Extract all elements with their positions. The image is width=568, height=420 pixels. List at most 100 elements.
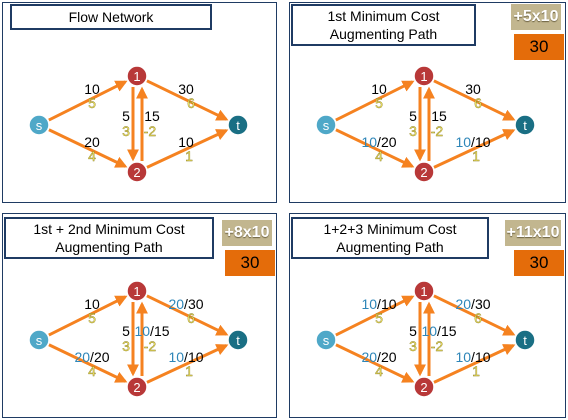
- edge-capacity-label: 10/15: [134, 323, 169, 339]
- edge-capacity-label: 10/20: [361, 134, 396, 150]
- edge-s2: [48, 343, 128, 383]
- node-label: 1: [420, 69, 427, 84]
- total-flow-badge: 30: [225, 250, 275, 276]
- total-flow-badge: 30: [514, 250, 564, 276]
- edge-2t: [146, 129, 229, 169]
- edge-2t: [146, 344, 229, 384]
- edge-1t: [146, 79, 229, 121]
- edge-cost-label: 1: [472, 363, 480, 379]
- edge-cost-label: 1: [472, 148, 480, 164]
- edge-capacity-label: 5: [122, 323, 130, 339]
- node-label: 2: [133, 380, 140, 395]
- edge-cost-label: 4: [375, 148, 383, 164]
- edge-capacity-label: 10: [178, 134, 194, 150]
- edge-capacity-label: 10/10: [168, 349, 203, 365]
- edge-cost-label: 4: [88, 363, 96, 379]
- node-label: 1: [133, 69, 140, 84]
- edge-capacity-label: 5: [122, 108, 130, 124]
- edge-2t: [433, 344, 516, 384]
- edge-cost-label: 4: [88, 148, 96, 164]
- panel-title: 1st + 2nd Minimum Cost Augmenting Path: [4, 217, 214, 259]
- edge-cost-label: 3: [122, 338, 130, 354]
- edge-capacity-label: 30: [465, 81, 481, 97]
- edge-1t: [433, 294, 516, 336]
- edge-capacity-label: 20/30: [455, 296, 490, 312]
- edge-cost-label: -2: [144, 123, 157, 139]
- cost-increment-badge: +5x10: [511, 4, 561, 30]
- node-t: [514, 114, 536, 136]
- node-label: s: [323, 333, 330, 348]
- edge-capacity-label: 10: [84, 296, 100, 312]
- node-1: [126, 280, 148, 302]
- edge-cost-label: 3: [409, 123, 417, 139]
- edge-cost-label: 3: [122, 123, 130, 139]
- edge-capacity-label: 15: [431, 108, 447, 124]
- edge-capacity-label: 10/15: [421, 323, 456, 339]
- edge-capacity-label: 15: [144, 108, 160, 124]
- node-1: [413, 280, 435, 302]
- edge-capacity-label: 5: [409, 323, 417, 339]
- edge-capacity-label: 10/10: [361, 296, 396, 312]
- edge-s2: [335, 128, 415, 168]
- edge-s1: [48, 295, 128, 337]
- edge-capacity-label: 20/30: [168, 296, 203, 312]
- edge-cost-label: 3: [409, 338, 417, 354]
- node-2: [413, 376, 435, 398]
- node-label: 2: [133, 165, 140, 180]
- edge-1t: [146, 294, 229, 336]
- node-label: s: [36, 118, 43, 133]
- node-label: t: [236, 333, 240, 348]
- node-2: [126, 161, 148, 183]
- edge-cost-label: 5: [375, 310, 383, 326]
- edge-capacity-label: 20: [84, 134, 100, 150]
- edge-capacity-label: 10/10: [455, 349, 490, 365]
- edge-cost-label: 4: [375, 363, 383, 379]
- edge-cost-label: -2: [431, 338, 444, 354]
- total-flow-badge: 30: [514, 34, 564, 60]
- node-t: [514, 329, 536, 351]
- edge-cost-label: -2: [144, 338, 157, 354]
- edge-s1: [335, 80, 415, 122]
- edge-capacity-label: 5: [409, 108, 417, 124]
- node-t: [227, 329, 249, 351]
- edge-s2: [48, 128, 128, 168]
- node-label: 1: [133, 284, 140, 299]
- node-label: t: [523, 118, 527, 133]
- edge-cost-label: 6: [187, 95, 195, 111]
- edge-cost-label: 1: [185, 148, 193, 164]
- edge-capacity-label: 10: [371, 81, 387, 97]
- node-2: [126, 376, 148, 398]
- edge-cost-label: 6: [187, 310, 195, 326]
- cost-increment-badge: +11x10: [505, 220, 561, 246]
- edge-s2: [335, 343, 415, 383]
- edge-cost-label: 1: [185, 363, 193, 379]
- edge-cost-label: -2: [431, 123, 444, 139]
- node-label: 1: [420, 284, 427, 299]
- node-1: [413, 65, 435, 87]
- node-2: [413, 161, 435, 183]
- panel-title: Flow Network: [10, 4, 212, 30]
- node-label: 2: [420, 380, 427, 395]
- node-s: [315, 114, 337, 136]
- edge-s1: [48, 80, 128, 122]
- cost-increment-badge: +8x10: [222, 220, 272, 246]
- edge-capacity-label: 20/20: [74, 349, 109, 365]
- node-label: t: [523, 333, 527, 348]
- edge-2t: [433, 129, 516, 169]
- panel-title: 1+2+3 Minimum Cost Augmenting Path: [291, 217, 489, 259]
- edge-cost-label: 5: [88, 310, 96, 326]
- panel-title: 1st Minimum Cost Augmenting Path: [291, 4, 476, 46]
- edge-cost-label: 6: [474, 95, 482, 111]
- node-t: [227, 114, 249, 136]
- edge-cost-label: 5: [375, 95, 383, 111]
- node-label: s: [36, 333, 43, 348]
- node-label: 2: [420, 165, 427, 180]
- node-s: [315, 329, 337, 351]
- edge-capacity-label: 20/20: [361, 349, 396, 365]
- node-label: s: [323, 118, 330, 133]
- edge-capacity-label: 10/10: [455, 134, 490, 150]
